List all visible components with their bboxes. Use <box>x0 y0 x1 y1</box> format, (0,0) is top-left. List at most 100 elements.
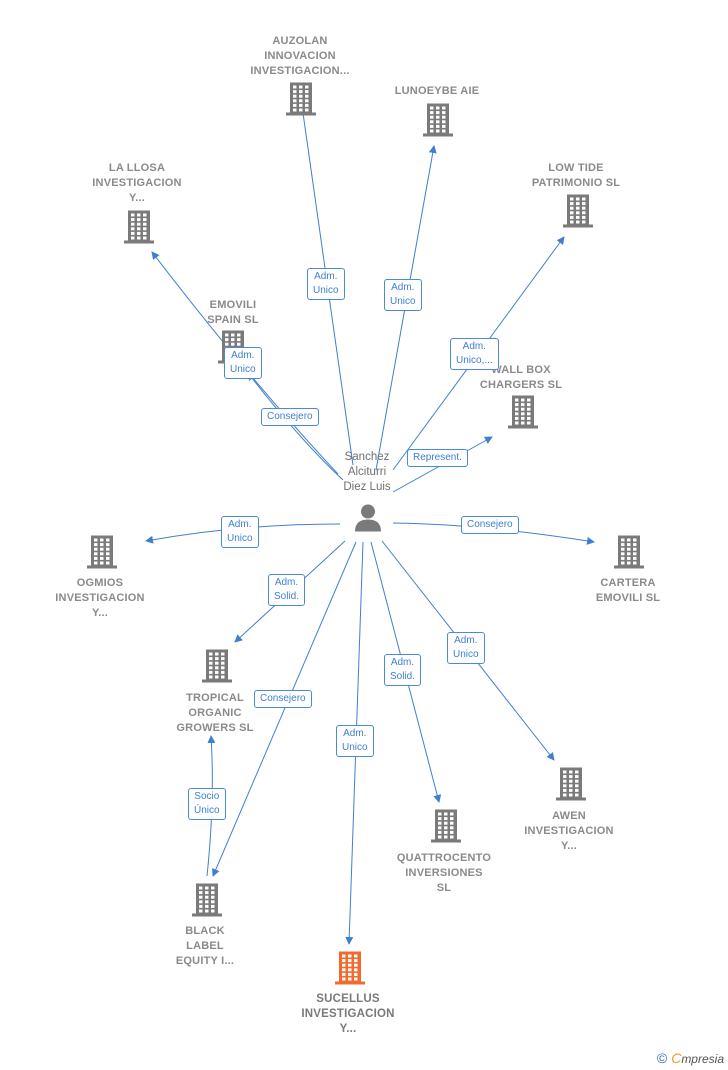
copyright-symbol: © <box>656 1050 668 1066</box>
building-icon[interactable] <box>284 81 318 122</box>
relation-label-line: Consejero <box>467 519 513 530</box>
company-name-line: ORGANIC <box>188 707 242 719</box>
relation-label-awen[interactable]: Adm. Unico <box>447 632 485 664</box>
relation-label-line: Único <box>194 805 220 816</box>
company-name-line: AWEN <box>552 810 586 822</box>
relation-label-emovili[interactable]: Consejero <box>261 408 319 426</box>
edge-blacklabel <box>212 541 357 877</box>
company-name-line: CHARGERS SL <box>479 379 563 391</box>
company-name-line: LA LLOSA <box>108 162 166 174</box>
building-icon[interactable] <box>554 766 588 807</box>
company-name-line: Y... <box>560 840 578 852</box>
company-label-lunoeybe[interactable]: LUNOEYBE AIE <box>395 84 480 99</box>
building-icon[interactable] <box>421 102 455 143</box>
relation-label-line: Unico <box>313 285 339 296</box>
company-label-ogmios[interactable]: OGMIOS INVESTIGACION Y... <box>55 576 144 621</box>
company-name-line: TROPICAL <box>186 692 244 704</box>
company-label-awen[interactable]: AWEN INVESTIGACION Y... <box>524 809 613 854</box>
relation-label-line: Adm. <box>314 271 338 282</box>
edge-emovili <box>247 372 344 481</box>
relation-label-tropical[interactable]: Adm. Solid. <box>268 574 306 606</box>
relation-label-line: Consejero <box>260 693 306 704</box>
company-name-line: INNOVACION <box>264 50 336 62</box>
relation-label-line: Unico <box>390 296 416 307</box>
company-name-line: Y... <box>128 192 146 204</box>
company-name-line: CARTERA <box>600 577 656 589</box>
relation-label-line: Adm. <box>390 657 415 668</box>
company-name-line: INVESTIGACION... <box>250 65 350 77</box>
person-name-line: Sanchez <box>344 451 390 463</box>
person-name-line: Alciturri <box>347 466 387 478</box>
building-icon[interactable] <box>429 808 463 849</box>
company-label-auzolan[interactable]: AUZOLAN INNOVACION INVESTIGACION... <box>250 34 349 79</box>
relation-label-line: Adm. <box>231 350 255 361</box>
relation-label-line: Adm. <box>228 519 252 530</box>
company-name-line: OGMIOS <box>76 577 124 589</box>
building-icon[interactable] <box>122 209 156 250</box>
company-label-wallbox[interactable]: WALL BOX CHARGERS SL <box>480 363 562 393</box>
relation-label-ogmios[interactable]: Adm. Unico <box>221 516 259 548</box>
company-name-line: INVESTIGACION <box>55 592 145 604</box>
company-name-line: EMOVILI SL <box>595 592 661 604</box>
relation-label-lowtide[interactable]: Adm.Unico,... <box>450 338 499 370</box>
relation-label-quattrocento[interactable]: Adm.Solid. <box>384 654 422 686</box>
relation-label-line: Solid. <box>274 591 300 602</box>
building-icon[interactable] <box>200 648 234 689</box>
company-name-line: SUCELLUS <box>316 993 380 1005</box>
relation-label-wallbox[interactable]: Represent. <box>407 449 468 467</box>
relation-label-line: Represent. <box>413 452 462 463</box>
building-icon[interactable] <box>506 394 540 435</box>
relation-label-line: Adm. <box>274 577 299 588</box>
company-name-line: INVERSIONES <box>405 867 483 879</box>
relation-label-line: Adm. <box>454 635 478 646</box>
empresia-logo[interactable]: Cmpresia <box>671 1050 724 1066</box>
relation-label-sucellus[interactable]: Adm. Unico <box>336 725 374 757</box>
relation-label-line: Unico <box>453 649 479 660</box>
company-name-line: INVESTIGACION <box>92 177 182 189</box>
relation-label-auzolan[interactable]: Adm. Unico <box>307 268 345 300</box>
company-name-line: SPAIN SL <box>207 314 259 326</box>
building-icon[interactable] <box>561 193 595 234</box>
relation-label-line: Consejero <box>267 411 313 422</box>
building-icon[interactable] <box>85 534 119 575</box>
relation-label-lallosa[interactable]: Adm. Unico <box>224 347 262 379</box>
company-name-line: EQUITY I... <box>175 955 235 967</box>
relation-label-line: Adm. <box>343 728 367 739</box>
relation-label-lunoeybe[interactable]: Adm.Unico <box>384 279 422 311</box>
relation-label-line: Socio <box>194 791 220 802</box>
company-label-quattrocento[interactable]: QUATTROCENTO INVERSIONES SL <box>397 851 491 896</box>
relation-label-line: Unico <box>230 364 256 375</box>
company-name-line: BLACK <box>185 925 225 937</box>
relation-label-cartera[interactable]: Consejero <box>461 516 519 534</box>
company-label-lowtide[interactable]: LOW TIDE PATRIMONIO SL <box>532 161 620 191</box>
company-name-line: AUZOLAN <box>272 35 328 47</box>
company-name-line: LABEL <box>186 940 224 952</box>
company-name-line: WALL BOX <box>491 364 551 376</box>
building-icon[interactable] <box>612 534 646 575</box>
relation-label-line: Unico <box>342 742 368 753</box>
company-name-line: Y... <box>91 607 109 619</box>
company-name-line: SL <box>436 882 452 894</box>
company-label-emovilispain[interactable]: EMOVILI SPAIN SL <box>207 298 259 328</box>
company-name-line: PATRIMONIO SL <box>531 177 621 189</box>
company-name-line: LOW TIDE <box>548 162 604 174</box>
relation-label-line: Unico <box>227 533 253 544</box>
company-label-lallosa[interactable]: LA LLOSA INVESTIGACION Y... <box>92 161 181 206</box>
company-name-line: INVESTIGACION <box>301 1008 395 1020</box>
company-label-cartera[interactable]: CARTERA EMOVILI SL <box>596 576 660 606</box>
company-label-blacklabel[interactable]: BLACK LABEL EQUITY I... <box>176 924 234 969</box>
company-name-line: QUATTROCENTO <box>396 852 492 864</box>
person-icon[interactable] <box>353 503 383 538</box>
person-name-line: Diez Luis <box>343 481 391 493</box>
building-icon[interactable] <box>190 882 224 923</box>
company-name-line: INVESTIGACION <box>524 825 614 837</box>
relation-label-line: Adm. <box>462 341 487 352</box>
company-name-line: EMOVILI <box>209 299 257 311</box>
relation-label-blacklabel[interactable]: Consejero <box>254 690 312 708</box>
building-icon[interactable] <box>333 950 367 991</box>
